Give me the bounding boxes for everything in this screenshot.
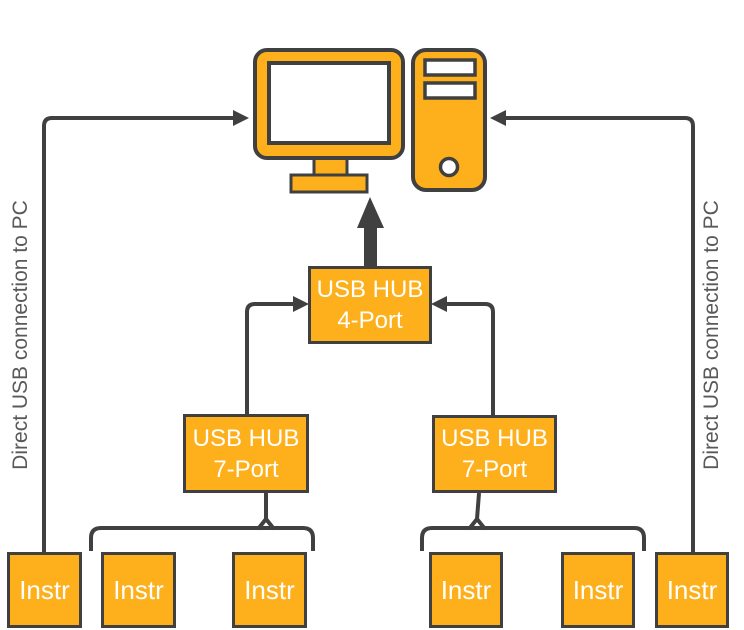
instrument-box-6: Instr (655, 552, 729, 628)
side-label-left: Direct USB connection to PC (9, 200, 32, 470)
arrow-right-icon (233, 110, 249, 126)
hub-label-line1: USB HUB (192, 424, 300, 452)
instrument-label: Instr (572, 575, 624, 605)
hub7-left-to-hub4-line (245, 296, 309, 415)
hub-label-line1: USB HUB (316, 276, 424, 303)
instrument-label: Instr (244, 575, 295, 605)
instrument-box-3: Instr (232, 552, 307, 628)
hub-label-line2: 4-Port (337, 307, 403, 334)
power-button-icon (438, 156, 460, 178)
hub-label-line2: 7-Port (461, 456, 528, 483)
usb-hub-7port-right-box: USB HUB 7-Port (432, 415, 557, 493)
arrow-right-icon (293, 296, 309, 312)
instrument-box-4: Instr (429, 552, 503, 628)
direct-usb-line-right (490, 110, 695, 553)
hub7-left-bracket (89, 493, 315, 551)
usb-hub-7port-left-box: USB HUB 7-Port (183, 414, 309, 493)
instrument-label: Instr (666, 575, 718, 605)
direct-usb-line-left (42, 110, 249, 553)
side-label-right: Direct USB connection to PC (700, 200, 723, 470)
hub-label-line2: 7-Port (213, 455, 279, 483)
arrow-left-icon (431, 296, 447, 312)
pc-tower-icon (411, 48, 487, 192)
monitor-icon (253, 48, 405, 194)
instrument-label: Instr (19, 575, 70, 605)
arrow-left-icon (490, 110, 506, 126)
hub7-right-to-hub4-line (431, 296, 495, 416)
instrument-box-5: Instr (561, 552, 635, 628)
hub-to-pc-arrow-icon (357, 197, 384, 267)
instrument-label: Instr (440, 575, 492, 605)
instrument-label: Instr (113, 575, 164, 605)
instrument-box-1: Instr (7, 552, 82, 628)
instrument-box-2: Instr (101, 552, 176, 628)
hub-label-line1: USB HUB (441, 425, 548, 452)
usb-hub-4port-box: USB HUB 4-Port (308, 266, 432, 344)
hub7-right-bracket (420, 492, 646, 551)
